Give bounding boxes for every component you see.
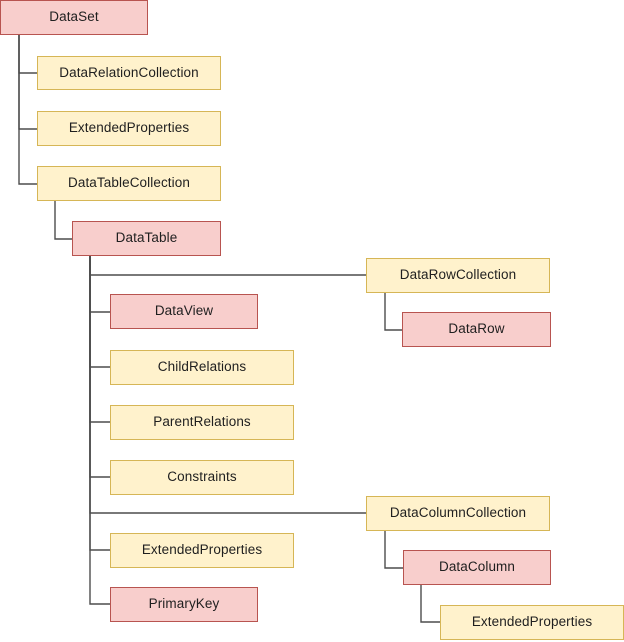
node-label-datatable: DataTable [115,230,178,246]
node-label-extendedproperties-ds: ExtendedProperties [68,120,190,136]
node-dataview[interactable]: DataView [110,294,258,329]
edge-datatable-to-datarowcollection [89,256,366,276]
node-label-primarykey: PrimaryKey [148,596,220,612]
node-label-datacolumn: DataColumn [438,559,516,575]
edge-datatable-to-primarykey [89,256,110,605]
node-datarowcollection[interactable]: DataRowCollection [366,258,550,293]
node-label-dataset: DataSet [49,9,99,25]
edge-datatable-to-childrelations [89,256,110,368]
node-datarow[interactable]: DataRow [402,312,551,347]
edge-datatable-to-dataview [89,256,110,313]
node-label-datarowcollection: DataRowCollection [399,267,517,283]
node-label-datarow: DataRow [448,321,505,337]
node-label-datacolumncollection: DataColumnCollection [389,505,527,521]
edge-datacolumn-to-extendedproperties-dc [420,585,440,623]
node-label-parentrelations: ParentRelations [153,414,251,430]
node-datarelationcollection[interactable]: DataRelationCollection [37,56,221,90]
node-constraints[interactable]: Constraints [110,460,294,495]
edge-datatable-to-constraints [89,256,110,478]
edge-dataset-to-datatablecollection [18,35,37,185]
edge-datacolumncollection-to-datacolumn [384,531,403,569]
node-label-childrelations: ChildRelations [157,359,247,375]
node-label-dataview: DataView [154,303,214,319]
node-label-extendedproperties-dt: ExtendedProperties [141,542,263,558]
node-dataset[interactable]: DataSet [0,0,148,35]
node-label-extendedproperties-dc: ExtendedProperties [471,614,593,630]
edge-datatable-to-parentrelations [89,256,110,423]
node-label-constraints: Constraints [167,469,237,485]
node-datatable[interactable]: DataTable [72,221,221,256]
edge-dataset-to-datarelationcollection [18,35,37,74]
node-datacolumn[interactable]: DataColumn [403,550,551,585]
edge-datatablecollection-to-datatable [54,201,72,240]
node-extendedproperties-dt[interactable]: ExtendedProperties [110,533,294,568]
node-label-datatablecollection: DataTableCollection [68,175,190,191]
node-datatablecollection[interactable]: DataTableCollection [37,166,221,201]
node-parentrelations[interactable]: ParentRelations [110,405,294,440]
node-datacolumncollection[interactable]: DataColumnCollection [366,496,550,531]
node-extendedproperties-ds[interactable]: ExtendedProperties [37,111,221,146]
node-extendedproperties-dc[interactable]: ExtendedProperties [440,605,624,640]
node-primarykey[interactable]: PrimaryKey [110,587,258,622]
edge-dataset-to-extendedproperties-ds [18,35,37,130]
edge-datarowcollection-to-datarow [384,293,402,331]
edge-datatable-to-extendedproperties-dt [89,256,110,551]
node-label-datarelationcollection: DataRelationCollection [59,64,199,80]
node-childrelations[interactable]: ChildRelations [110,350,294,385]
